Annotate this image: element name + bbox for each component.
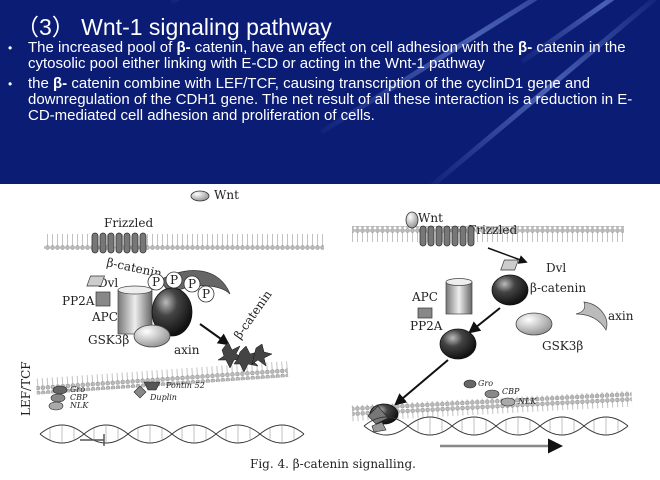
left-axin-label: axin <box>174 343 200 357</box>
bullet-text: catenin, have an effect on cell adhesion… <box>190 39 519 56</box>
repression-bar-icon <box>80 434 105 446</box>
right-nlk-label: NLK <box>517 397 537 406</box>
bullet-bold-text: β- <box>53 75 68 92</box>
right-axin-label: axin <box>608 309 634 323</box>
left-cell-membrane <box>44 234 324 250</box>
left-nlk-label: NLK <box>69 401 89 410</box>
phospho-label: P <box>170 273 178 287</box>
right-gsk3b-label: GSK3β <box>542 339 583 353</box>
left-pontin-icon <box>143 381 161 391</box>
bullet-text: the <box>28 75 54 92</box>
title-banner: （3） Wnt-1 signaling pathway The increase… <box>0 0 660 184</box>
left-dvl-icon <box>86 275 105 287</box>
left-pp2a-label: PP2A <box>62 294 95 308</box>
bullet-text: The increased pool of <box>28 39 177 56</box>
bullet-list: The increased pool of β- catenin, have a… <box>6 40 654 128</box>
right-frizzled-label: Frizzled <box>468 223 517 237</box>
bullet-bold-text: β- <box>518 39 533 56</box>
bullet-text: catenin combine with LEF/TCF, causing tr… <box>28 75 633 124</box>
left-gsk3b-icon <box>133 324 171 348</box>
left-panel: Wnt Frizzled Dvl β-catenin PP2A <box>19 188 324 446</box>
wnt-ligand-icon <box>190 190 210 202</box>
degradation-arrow <box>199 323 230 346</box>
right-nlk-icon <box>500 397 516 407</box>
right-pp2a-icon <box>417 307 433 319</box>
left-nlk-icon <box>48 401 64 411</box>
bullet-text: catenin in the cytosolic pool either lin… <box>28 39 626 72</box>
left-dna-rungs <box>49 424 295 444</box>
right-wnt-ligand-icon <box>405 211 419 229</box>
left-pontin-label: Pontin 52 <box>165 381 205 390</box>
left-gro-label: Gro <box>70 385 85 394</box>
slide-title: （3） Wnt-1 signaling pathway <box>16 14 332 40</box>
bullet-bold-text: β- <box>176 39 191 56</box>
right-frizzled-receptor-icon <box>419 225 475 247</box>
bullet-item: The increased pool of β- catenin, have a… <box>6 40 654 72</box>
right-gsk3b-icon <box>515 312 553 336</box>
left-duplin-label: Duplin <box>149 393 177 402</box>
left-dna-helix <box>39 424 305 444</box>
right-pp2a-label: PP2A <box>410 319 443 333</box>
right-cbp-icon <box>484 389 500 399</box>
right-axin-icon <box>575 301 608 331</box>
phospho-label: P <box>188 277 196 291</box>
right-nuclear-membrane <box>351 390 633 422</box>
pathway-figure: Wnt Frizzled Dvl β-catenin PP2A <box>0 184 660 480</box>
nuclear-import-arrow <box>394 359 449 406</box>
left-frizzled-label: Frizzled <box>104 216 153 230</box>
right-dvl-icon <box>500 259 519 271</box>
right-beta-catenin-label: β-catenin <box>530 281 586 295</box>
figure-caption: Fig. 4. β-catenin signalling. <box>250 457 416 471</box>
right-gro-label: Gro <box>478 379 493 388</box>
degraded-catenin-icon <box>217 341 273 373</box>
activation-arrow <box>487 247 528 264</box>
left-pp2a-icon <box>95 291 111 307</box>
left-gsk3b-label: GSK3β <box>88 333 129 347</box>
left-nuclear-membrane <box>35 361 289 395</box>
right-dna-rungs <box>417 416 619 436</box>
pathway-diagram: Wnt Frizzled Dvl β-catenin PP2A <box>19 188 634 471</box>
left-apc-label: APC <box>91 310 118 324</box>
right-gro-icon <box>463 379 477 389</box>
right-apc-label: APC <box>411 290 438 304</box>
decorative-stripe <box>170 0 376 5</box>
right-apc-icon <box>445 281 473 315</box>
phospho-label: P <box>152 275 160 289</box>
left-frizzled-receptor-icon <box>91 232 147 254</box>
phosphate-group: P P P P <box>147 271 215 303</box>
right-dvl-label: Dvl <box>546 261 566 275</box>
left-duplin-icon <box>133 385 147 399</box>
bullet-item: the β- catenin combine with LEF/TCF, cau… <box>6 76 654 124</box>
left-cbp-label: CBP <box>70 393 88 402</box>
translocation-arrow <box>468 307 501 334</box>
left-gro-icon <box>52 385 68 395</box>
left-lef-tcf-label: LEF/TCF <box>19 361 33 416</box>
left-cbp-icon <box>50 393 66 403</box>
right-dna-helix <box>363 416 629 436</box>
right-cytosolic-catenin-icon <box>439 328 477 360</box>
right-wnt-label: Wnt <box>418 211 443 225</box>
phospho-label: P <box>202 287 210 301</box>
right-beta-catenin-ball-icon <box>491 274 529 306</box>
left-wnt-label: Wnt <box>214 188 239 202</box>
left-beta-catenin-arrow-label: β-catenin <box>231 288 275 342</box>
right-cbp-label: CBP <box>502 387 520 396</box>
right-transcription-complex-icon <box>367 403 399 433</box>
right-panel: Wnt Frizzled Dvl APC β-c <box>351 211 634 454</box>
